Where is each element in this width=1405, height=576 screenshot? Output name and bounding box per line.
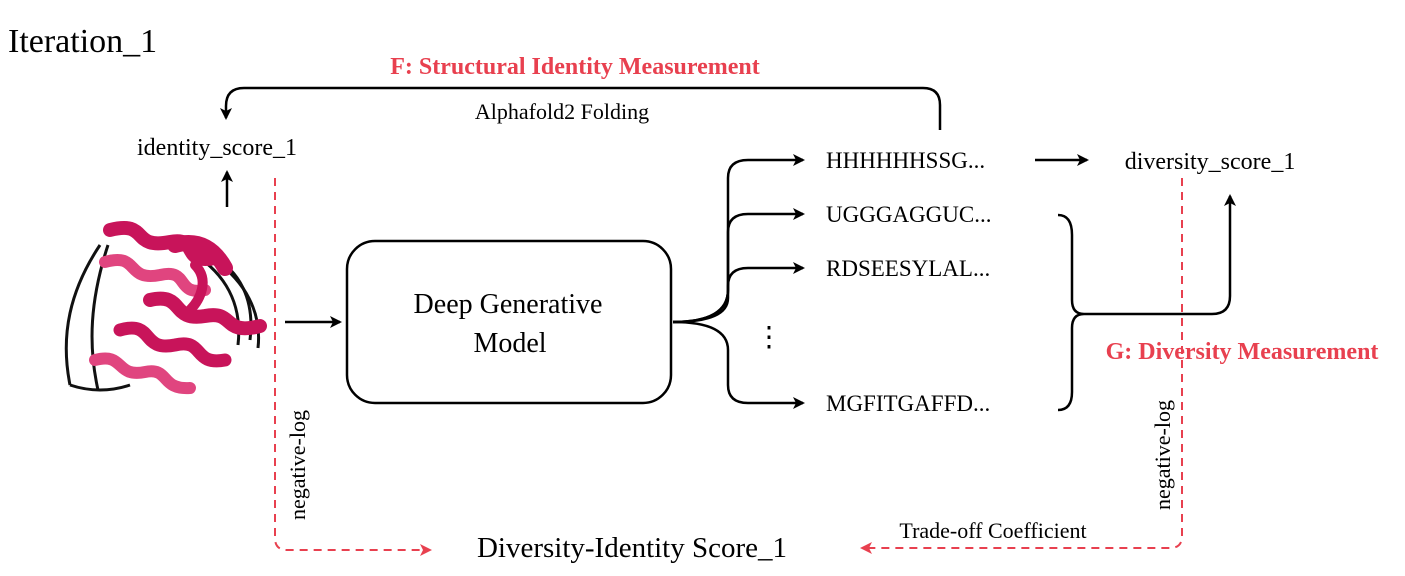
- brace-to-diversity-arrow: [1084, 194, 1236, 316]
- sequence-ellipsis: ⋮: [755, 322, 783, 353]
- sequence-group-brace: [1057, 213, 1085, 412]
- negative-log-left-label: negative-log: [285, 410, 310, 520]
- identity-score-label: identity_score_1: [137, 135, 297, 161]
- model-label-line2: Model: [473, 328, 546, 359]
- structural-identity-title: F: Structural Identity Measurement: [390, 54, 760, 80]
- sequence-item: UGGGAGGUC...: [826, 202, 991, 227]
- model-label-line1: Deep Generative: [414, 289, 603, 320]
- sequence-item: HHHHHHSSG...: [826, 148, 985, 173]
- folding-feedback-arrow: [220, 86, 942, 130]
- fan-out-arrows: [672, 154, 805, 409]
- deep-generative-model-box: [345, 239, 673, 405]
- sequence-item: RDSEESYLAL...: [826, 256, 990, 281]
- negative-log-right-label: negative-log: [1150, 400, 1175, 510]
- folding-label: Alphafold2 Folding: [475, 99, 649, 124]
- protein-structure-icon: [64, 221, 267, 395]
- diversity-score-label: diversity_score_1: [1125, 149, 1296, 175]
- sequence-item: MGFITGAFFD...: [826, 391, 990, 416]
- diversity-measurement-title: G: Diversity Measurement: [1106, 339, 1379, 365]
- trade-off-label: Trade-off Coefficient: [899, 518, 1086, 543]
- iteration-title: Iteration_1: [8, 23, 157, 60]
- final-score-label: Diversity-Identity Score_1: [477, 532, 787, 564]
- right-negative-log-path: [860, 178, 1183, 554]
- left-negative-log-path: [274, 178, 432, 556]
